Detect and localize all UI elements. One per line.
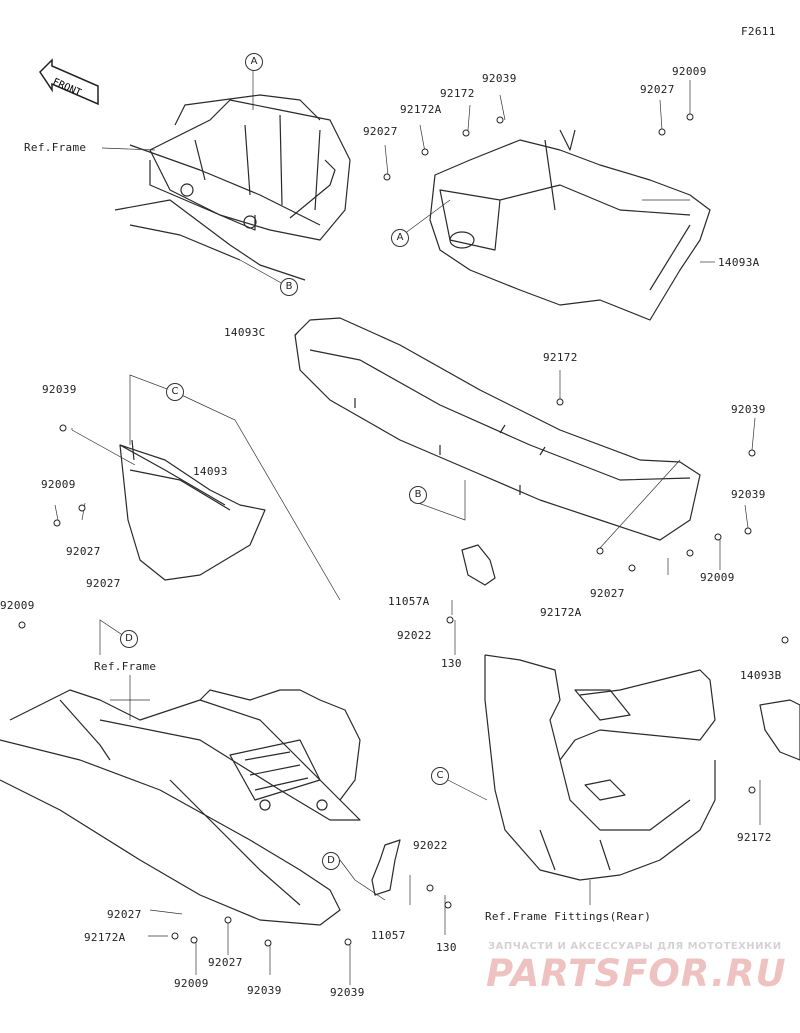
part-number-label: 92009	[700, 571, 735, 584]
part-number-label: 92039	[247, 984, 282, 997]
ref-frame-label: Ref.Frame	[94, 660, 157, 673]
part-number-label: 92022	[413, 839, 448, 852]
part-number-label: 11057A	[388, 595, 430, 608]
callout-a: A	[391, 229, 409, 247]
part-number-label: 14093	[193, 465, 228, 478]
callout-c: C	[166, 383, 184, 401]
part-number-label: 92039	[482, 72, 517, 85]
callout-a: A	[245, 53, 263, 71]
part-number-label: 92172	[440, 87, 475, 100]
callout-d: D	[120, 630, 138, 648]
part-number-label: 92039	[731, 403, 766, 416]
part-number-label: 92022	[397, 629, 432, 642]
part-number-label: 11057	[371, 929, 406, 942]
panel-14093	[119, 439, 266, 581]
callout-b: B	[409, 486, 427, 504]
part-number-label: 92172A	[540, 606, 582, 619]
part-number-label: 92027	[86, 577, 121, 590]
lower-frame-assembly	[0, 689, 361, 926]
figure-code: F2611	[741, 25, 776, 38]
panel-14093A	[429, 129, 711, 321]
part-number-label: 92039	[42, 383, 77, 396]
part-number-label: 92039	[330, 986, 365, 999]
panel-14093C	[294, 317, 701, 541]
part-number-label: 130	[436, 941, 457, 954]
callout-c: C	[431, 767, 449, 785]
part-number-label: 92027	[208, 956, 243, 969]
front-frame-assembly	[114, 94, 351, 281]
part-number-label: 130	[441, 657, 462, 670]
part-number-label: 14093B	[740, 669, 782, 682]
part-number-label: 92027	[107, 908, 142, 921]
fasteners	[18, 113, 789, 947]
part-number-label: 92172A	[400, 103, 442, 116]
part-number-label: 92027	[590, 587, 625, 600]
rear-fittings-assembly	[484, 654, 716, 881]
part-number-label: 14093C	[224, 326, 266, 339]
part-number-label: 92009	[672, 65, 707, 78]
part-number-label: 92027	[640, 83, 675, 96]
leader-lines	[54, 70, 761, 985]
ref-frame-fittings-label: Ref.Frame Fittings(Rear)	[485, 910, 652, 923]
watermark-tagline: ЗАПЧАСТИ И АКСЕССУАРЫ ДЛЯ МОТОТЕХНИКИ	[488, 941, 782, 952]
front-direction-arrow-icon: FRONT	[39, 58, 99, 106]
ref-frame-label: Ref.Frame	[24, 141, 87, 154]
part-number-label: 92172	[543, 351, 578, 364]
callout-b: B	[280, 278, 298, 296]
bracket-11057	[371, 839, 401, 896]
watermark-logo: PARTSFOR.RU	[486, 952, 787, 995]
part-number-label: 92027	[66, 545, 101, 558]
part-number-label: 92027	[363, 125, 398, 138]
part-number-label: 92172A	[84, 931, 126, 944]
part-number-label: 92172	[737, 831, 772, 844]
part-number-label: 14093A	[718, 256, 760, 269]
part-number-label: 92009	[0, 599, 35, 612]
panel-14093B-partial	[759, 699, 800, 761]
part-number-label: 92039	[731, 488, 766, 501]
part-number-label: 92009	[174, 977, 209, 990]
part-number-label: 92009	[41, 478, 76, 491]
callout-d: D	[322, 852, 340, 870]
bracket-11057A	[461, 544, 496, 586]
